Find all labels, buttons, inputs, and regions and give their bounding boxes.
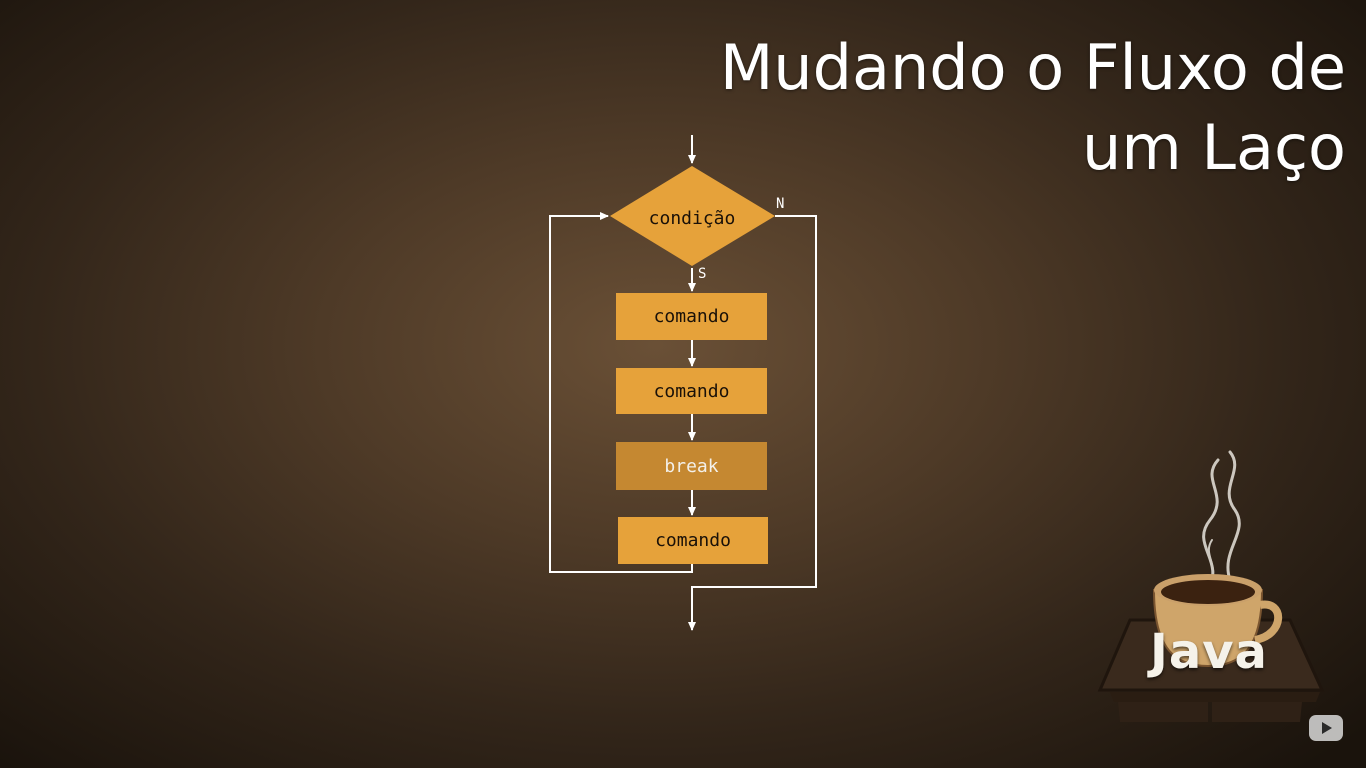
step-box: comando [618, 517, 768, 564]
step-box: comando [616, 368, 767, 414]
java-logo-icon [1097, 450, 1325, 722]
java-logo-text: Java [1150, 624, 1268, 680]
slide-title-line1: Mudando o Fluxo de [719, 31, 1346, 104]
loop-back-line [549, 212, 693, 573]
no-label: N [776, 196, 785, 212]
break-box: break [616, 442, 767, 490]
slide-title: Mudando o Fluxo de um Laço [646, 28, 1346, 188]
no-branch-line [688, 215, 817, 631]
yes-label: S [698, 266, 707, 282]
condition-diamond [610, 166, 775, 266]
slide-title-line2: um Laço [1082, 111, 1346, 184]
play-icon[interactable] [1308, 714, 1344, 742]
condition-label: condição [648, 207, 736, 229]
step-box: comando [616, 293, 767, 340]
